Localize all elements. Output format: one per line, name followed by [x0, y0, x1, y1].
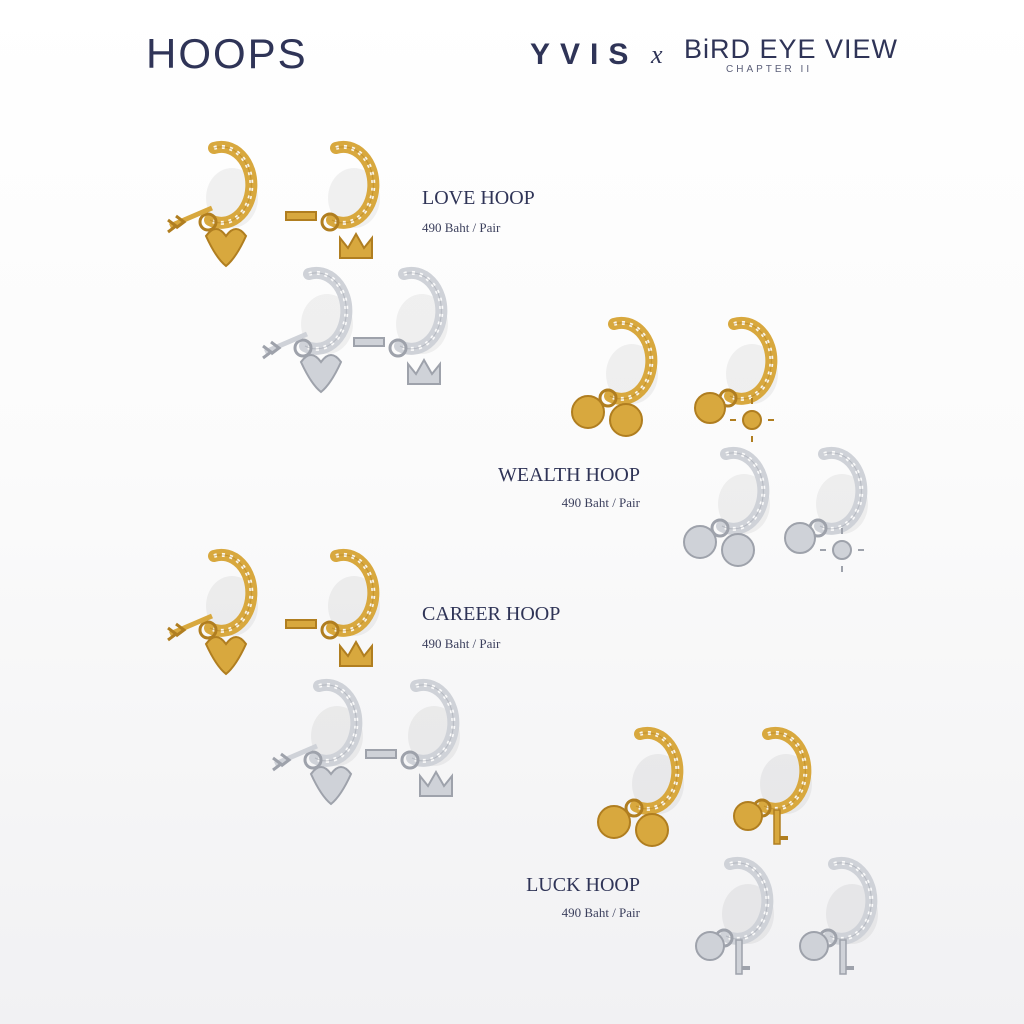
earring-illustration [262, 266, 353, 394]
earring-image [255, 266, 365, 396]
earring-image [680, 316, 790, 446]
product-price-wealth: 490 Baht / Pair [561, 495, 640, 510]
earring-image [672, 446, 782, 576]
earring-illustration [167, 140, 258, 268]
earring-illustration [272, 678, 363, 806]
earring-illustration [285, 140, 380, 259]
earring-image [780, 856, 890, 986]
earring-image [282, 140, 392, 270]
earring-image [265, 678, 375, 808]
product-name-wealth: WEALTH HOOP [497, 464, 640, 486]
earring-illustration [285, 548, 380, 667]
earring-image [586, 726, 696, 856]
product-name-luck: LUCK HOOP [526, 874, 640, 896]
page-title: HOOPS [146, 30, 308, 77]
brand-logo-yvis: YVIS [530, 38, 639, 71]
earring-illustration [683, 446, 770, 567]
earring-image [714, 726, 824, 856]
earring-illustration [799, 856, 878, 975]
brand-chapter: CHAPTER II [726, 64, 813, 75]
earring-illustration [784, 446, 868, 572]
earring-image [560, 316, 670, 446]
earring-illustration [353, 266, 448, 385]
earring-image [350, 266, 460, 396]
product-name-career: CAREER HOOP [422, 603, 561, 625]
collab-symbol: x [651, 40, 663, 69]
earring-illustration [167, 548, 258, 676]
product-price-luck: 490 Baht / Pair [561, 905, 640, 920]
earring-image [770, 446, 880, 576]
product-price-career: 490 Baht / Pair [422, 636, 501, 651]
earring-image [160, 548, 270, 678]
earring-image [282, 548, 392, 678]
earring-illustration [695, 856, 774, 975]
brand-logo-bird-eye-view: BiRD EYE VIEW [684, 34, 899, 64]
earring-image [362, 678, 472, 808]
earring-illustration [733, 726, 812, 845]
earring-illustration [365, 678, 460, 797]
product-price-love: 490 Baht / Pair [422, 220, 501, 235]
earring-illustration [694, 316, 778, 442]
earring-illustration [597, 726, 684, 847]
product-name-love: LOVE HOOP [422, 187, 535, 209]
earring-image [676, 856, 786, 986]
earring-illustration [571, 316, 658, 437]
earring-image [160, 140, 270, 270]
